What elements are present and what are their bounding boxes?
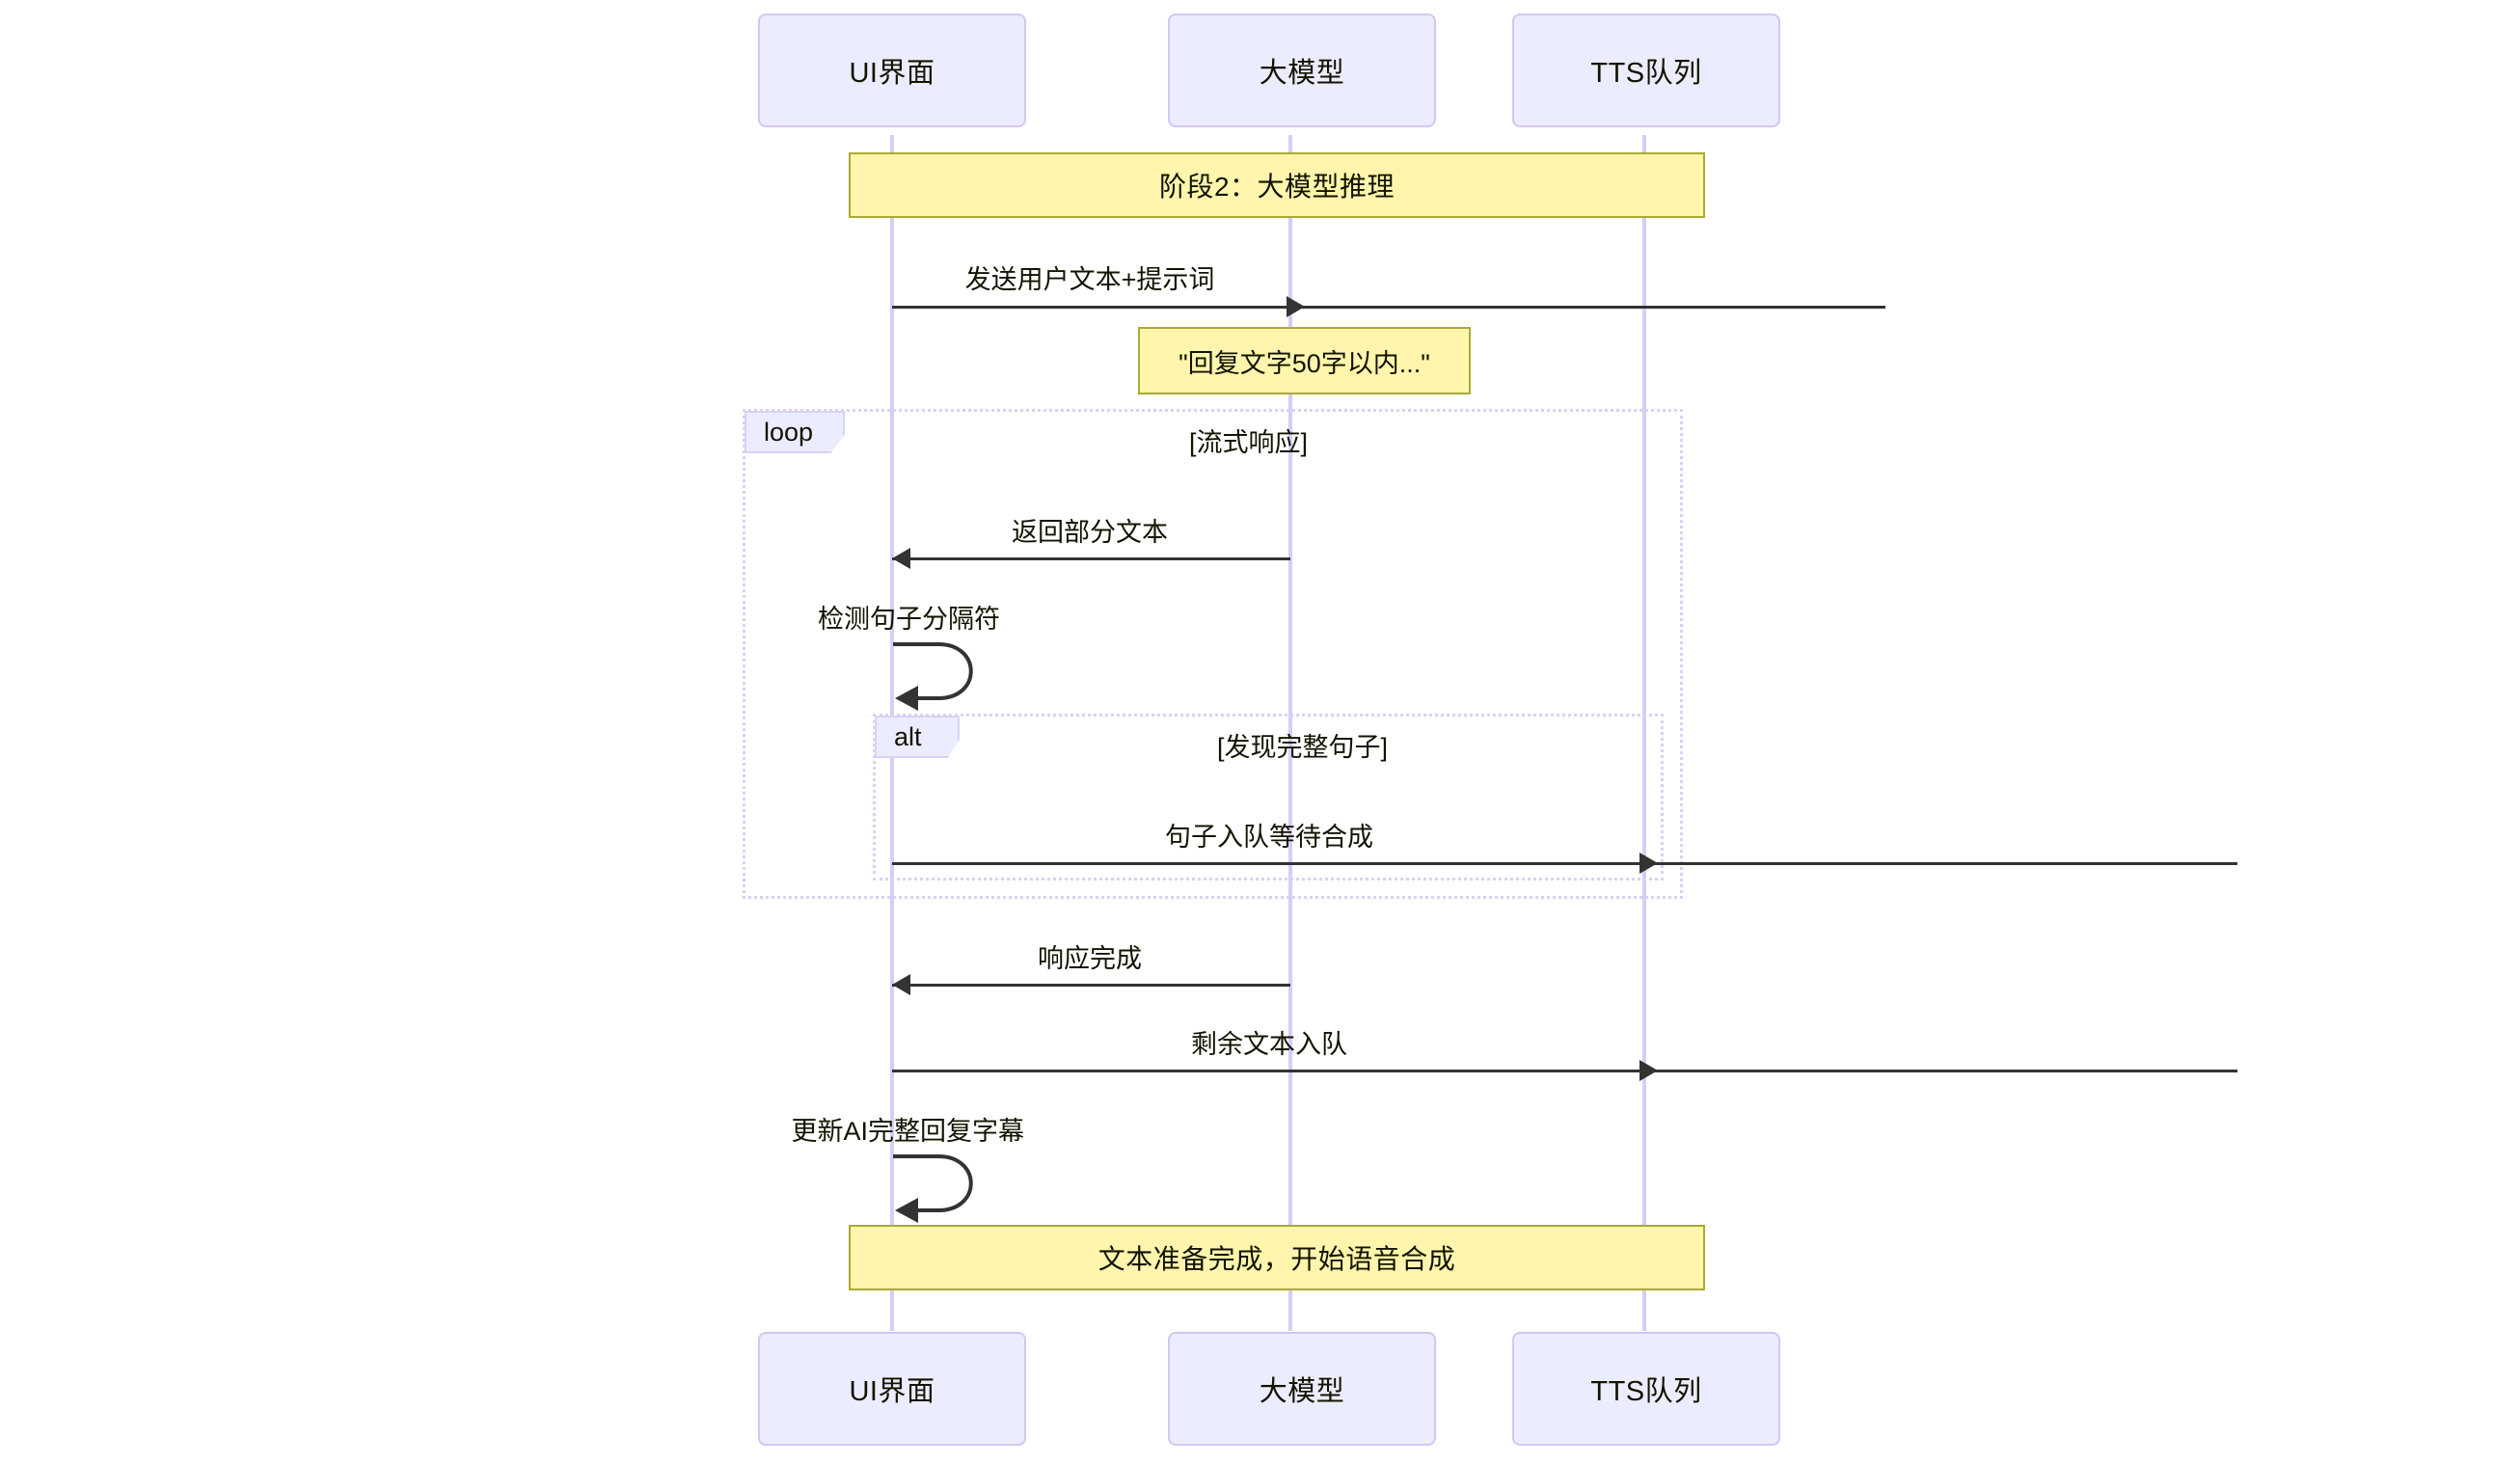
actor-label-ui-top: UI界面	[849, 58, 935, 89]
fragment-label-alt-sentence: alt	[875, 716, 960, 758]
phase-banner-label-phase2: 阶段2：大模型推理	[1158, 172, 1395, 202]
note-prompt-note: "回复文字50字以内..."	[1138, 327, 1471, 394]
message-label-m1: 发送用户文本+提示词	[964, 265, 1215, 294]
fragment-condition-alt-sentence: [发现完整句子]	[1217, 733, 1389, 762]
message-label-m6: 剩余文本入队	[1191, 1030, 1347, 1059]
message-line-m2	[892, 557, 1290, 560]
actor-label-tts-bottom: TTS队列	[1590, 1376, 1702, 1407]
actor-box-tts-top[interactable]: TTS队列	[1512, 14, 1780, 127]
fragment-keyword-loop-stream: loop	[764, 417, 814, 447]
selfloop-svg-m7	[893, 1154, 973, 1223]
actor-label-ui-bottom: UI界面	[849, 1376, 935, 1407]
lifeline-tts	[1642, 135, 1646, 1331]
message-label-m5: 响应完成	[1038, 944, 1142, 973]
message-line-m6	[892, 1070, 2237, 1072]
actor-box-ui-bottom[interactable]: UI界面	[758, 1332, 1026, 1446]
message-line-m4	[892, 862, 2237, 865]
message-arrowhead-m6	[1639, 1060, 1658, 1081]
message-arrowhead-m5	[892, 974, 910, 995]
lifeline-llm	[1288, 135, 1292, 1331]
message-label-m2: 返回部分文本	[1012, 518, 1168, 547]
message-arrowhead-m1	[1287, 296, 1305, 317]
actor-label-tts-top: TTS队列	[1590, 58, 1702, 89]
fragment-label-loop-stream: loop	[745, 411, 845, 453]
actor-box-ui-top[interactable]: UI界面	[758, 14, 1026, 127]
fragment-keyword-alt-sentence: alt	[894, 721, 922, 751]
phase-banner-label-phase-done: 文本准备完成，开始语音合成	[1097, 1244, 1456, 1274]
phase-banner-phase2: 阶段2：大模型推理	[849, 152, 1705, 218]
phase-banner-phase-done: 文本准备完成，开始语音合成	[849, 1225, 1705, 1290]
actor-label-llm-bottom: 大模型	[1259, 1376, 1345, 1407]
message-label-m7: 更新AI完整回复字幕	[791, 1117, 1024, 1146]
message-selfloop-m3	[885, 635, 1011, 717]
message-line-m1	[892, 306, 1885, 309]
message-selfloop-m7	[885, 1147, 1011, 1229]
note-text-prompt-note: "回复文字50字以内..."	[1179, 348, 1430, 378]
message-arrowhead-m4	[1639, 853, 1658, 874]
fragment-condition-loop-stream: [流式响应]	[1189, 428, 1309, 457]
actor-box-llm-top[interactable]: 大模型	[1168, 14, 1436, 127]
actor-box-llm-bottom[interactable]: 大模型	[1168, 1332, 1436, 1446]
actor-box-tts-bottom[interactable]: TTS队列	[1512, 1332, 1780, 1446]
actor-label-llm-top: 大模型	[1259, 58, 1345, 89]
message-line-m5	[892, 984, 1290, 987]
message-label-m3: 检测句子分隔符	[818, 605, 1000, 634]
selfloop-svg-m3	[893, 642, 973, 711]
message-label-m4: 句子入队等待合成	[1165, 823, 1373, 852]
message-arrowhead-m2	[892, 548, 910, 569]
